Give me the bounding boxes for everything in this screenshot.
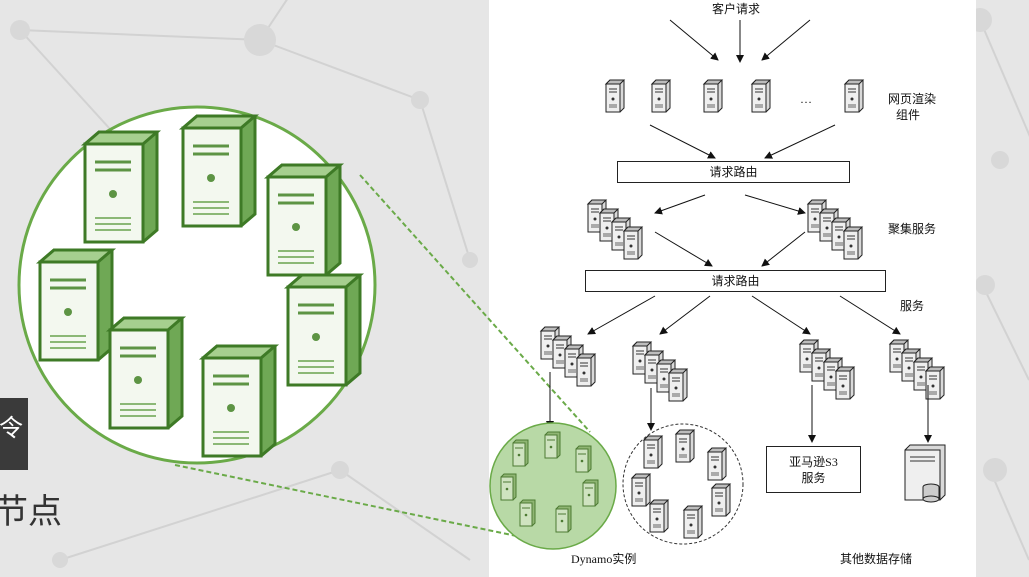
aggregation-services-label: 聚集服务: [888, 222, 937, 236]
server-icon: [181, 114, 257, 228]
server-icon: [751, 79, 771, 113]
server-stack-icon: [800, 340, 854, 399]
server-icon: [266, 163, 342, 277]
render-components-label-line2: 组件: [896, 108, 921, 122]
server-stack-icon: [588, 200, 642, 259]
services-label: 服务: [900, 299, 925, 313]
server-icon: [844, 79, 864, 113]
server-icon: [38, 248, 114, 362]
amazon-s3-service-box: 亚马逊S3 服务: [766, 446, 861, 493]
server-icon: [703, 79, 723, 113]
request-router-mid: 请求路由: [585, 270, 886, 292]
zoom-connector-bottom: [174, 464, 561, 546]
section-tag: 令: [0, 398, 28, 470]
render-components-label-line1: 网页渲染: [888, 92, 937, 106]
other-data-storage-label: 其他数据存储: [840, 552, 913, 566]
client-requests-label: 客户请求: [712, 2, 761, 16]
server-icon: [286, 273, 362, 387]
ellipsis: …: [800, 92, 812, 106]
server-stack-icon: [808, 200, 862, 259]
database-icon: [904, 444, 946, 503]
dynamo-instance-label: Dynamo实例: [571, 552, 637, 566]
server-icon: [108, 316, 184, 430]
server-icon: [651, 79, 671, 113]
server-icon: [83, 130, 159, 244]
server-icon: [201, 344, 277, 458]
section-caption: 节点: [0, 492, 62, 532]
server-stack-icon: [890, 340, 944, 399]
server-stack-icon: [633, 342, 687, 401]
s3-label-line1: 亚马逊S3: [789, 455, 838, 469]
server-icon: [605, 79, 625, 113]
server-stack-icon: [541, 327, 595, 386]
request-router-top: 请求路由: [617, 161, 850, 183]
s3-label-line2: 服务: [801, 471, 826, 485]
zoom-connector-top: [359, 174, 591, 433]
